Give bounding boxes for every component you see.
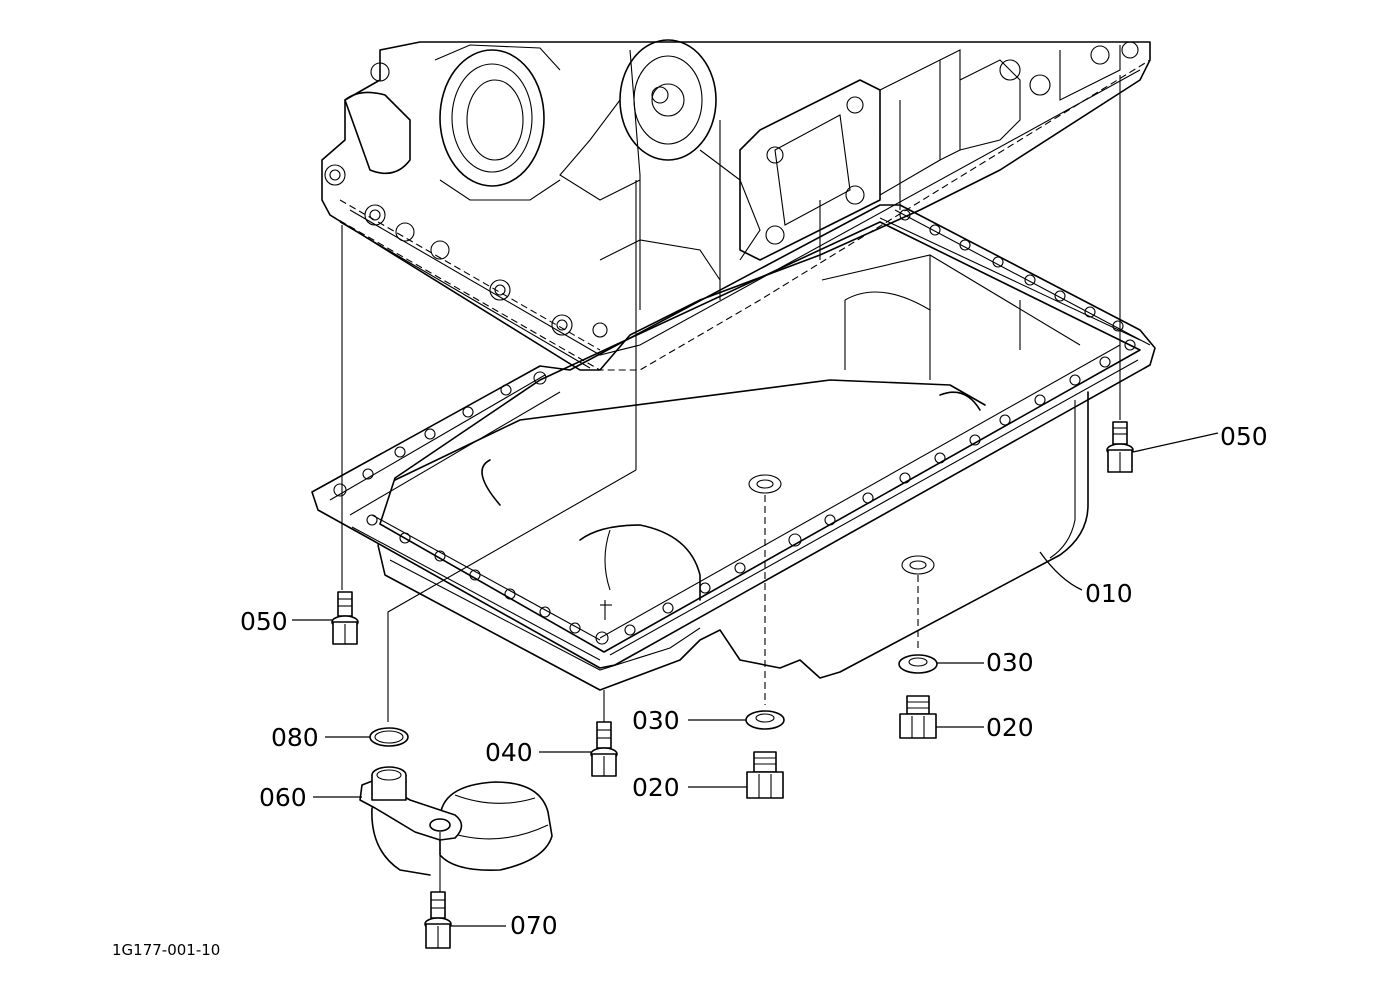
callout-020-right: 020 xyxy=(986,713,1034,742)
callout-010: 010 xyxy=(1085,579,1133,608)
callout-040: 040 xyxy=(485,738,533,767)
callout-080: 080 xyxy=(271,723,319,752)
washer-030-right xyxy=(898,654,938,674)
oil-pan-drawing xyxy=(311,204,1156,691)
callout-050-left: 050 xyxy=(240,607,288,636)
diagram-code: 1G177-001-10 xyxy=(112,941,220,959)
callout-labels: 050 010 050 030 020 080 030 040 060 020 … xyxy=(240,422,1268,940)
bolt-050-right xyxy=(1106,421,1134,473)
engine-block-drawing xyxy=(321,39,1151,371)
drain-plug-020-center xyxy=(746,751,784,799)
callout-020-center: 020 xyxy=(632,773,680,802)
callout-070: 070 xyxy=(510,911,558,940)
bolt-050-left xyxy=(331,591,359,645)
callout-030-center: 030 xyxy=(632,706,680,735)
bolt-070 xyxy=(424,891,452,949)
callout-030-right: 030 xyxy=(986,648,1034,677)
bolt-040 xyxy=(590,721,618,777)
callout-leader-lines xyxy=(292,432,1219,927)
o-ring-080 xyxy=(369,727,409,747)
plug-centerlines xyxy=(344,469,919,722)
callout-050-right: 050 xyxy=(1220,422,1268,451)
washer-030-center xyxy=(745,710,785,730)
oil-strainer-060 xyxy=(359,766,553,892)
alignment-lines xyxy=(341,75,1121,590)
drain-plug-020-right xyxy=(899,695,937,739)
callout-060: 060 xyxy=(259,783,307,812)
